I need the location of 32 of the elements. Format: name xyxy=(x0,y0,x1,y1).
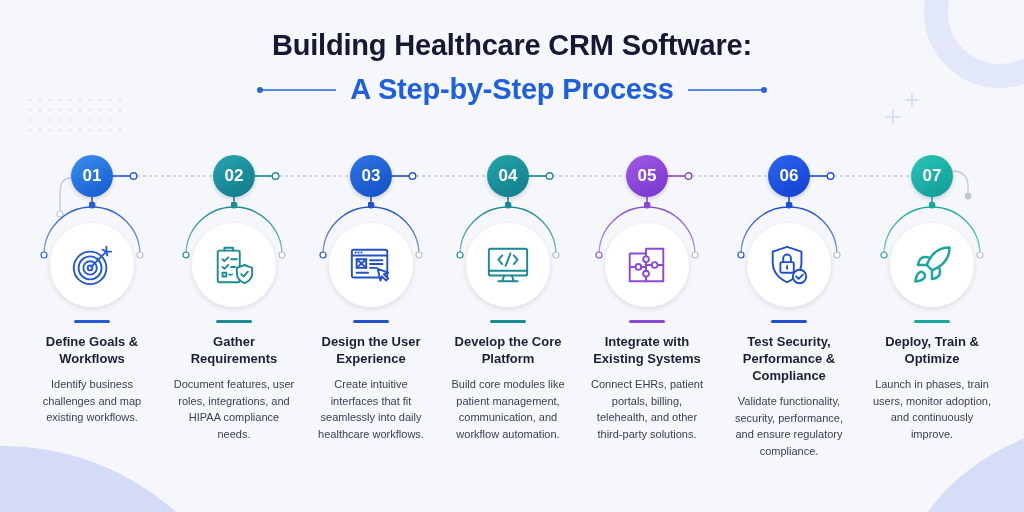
title: Building Healthcare CRM Software: xyxy=(272,28,752,63)
connector-line xyxy=(88,196,96,209)
step-description: Identify business challenges and map existing workflows. xyxy=(41,377,143,425)
step-title: Define Goals & Workflows xyxy=(44,333,140,367)
step-number-badge: 02 xyxy=(213,155,255,197)
step-description: Document features, user roles, integrations, and HIPAA compliance needs. xyxy=(172,377,296,442)
step-number-badge: 07 xyxy=(911,155,953,197)
step-title: Deploy, Train & Optimize xyxy=(884,333,980,367)
connector-line xyxy=(230,196,238,209)
step-description: Launch in phases, train users, monitor adoption, and continuously improve. xyxy=(872,377,992,442)
connector-line xyxy=(643,196,651,209)
curved-connector xyxy=(56,177,72,218)
step-number-badge: 03 xyxy=(350,155,392,197)
step-description: Build core modules like patient management, communication, and workflow automation. xyxy=(450,377,566,442)
step-number-badge: 01 xyxy=(71,155,113,197)
step-title: Design the User Experience xyxy=(320,333,422,367)
step-description: Validate functionality, security, performance, and ensure regulatory compliance. xyxy=(734,394,844,459)
step-title: Gather Requirements xyxy=(189,333,279,367)
subtitle: A Step-by-Step Process xyxy=(350,72,674,107)
step-number-badge: 04 xyxy=(487,155,529,197)
connector-line xyxy=(367,196,375,209)
step-description: Connect EHRs, patient portals, billing, telehealth, and other third-party solutions. xyxy=(590,377,704,442)
curved-connector xyxy=(951,170,972,200)
step-description: Create intuitive interfaces that fit seamlessly into daily healthcare workflows. xyxy=(317,377,425,442)
step-title: Integrate with Existing Systems xyxy=(592,333,702,367)
connector-line xyxy=(785,196,793,209)
connector-line xyxy=(504,196,512,209)
step-title: Test Security, Performance & Compliance xyxy=(741,333,837,384)
step-title: Develop the Core Platform xyxy=(453,333,563,367)
step-number-badge: 05 xyxy=(626,155,668,197)
step-number-badge: 06 xyxy=(768,155,810,197)
connector-line xyxy=(928,196,936,209)
